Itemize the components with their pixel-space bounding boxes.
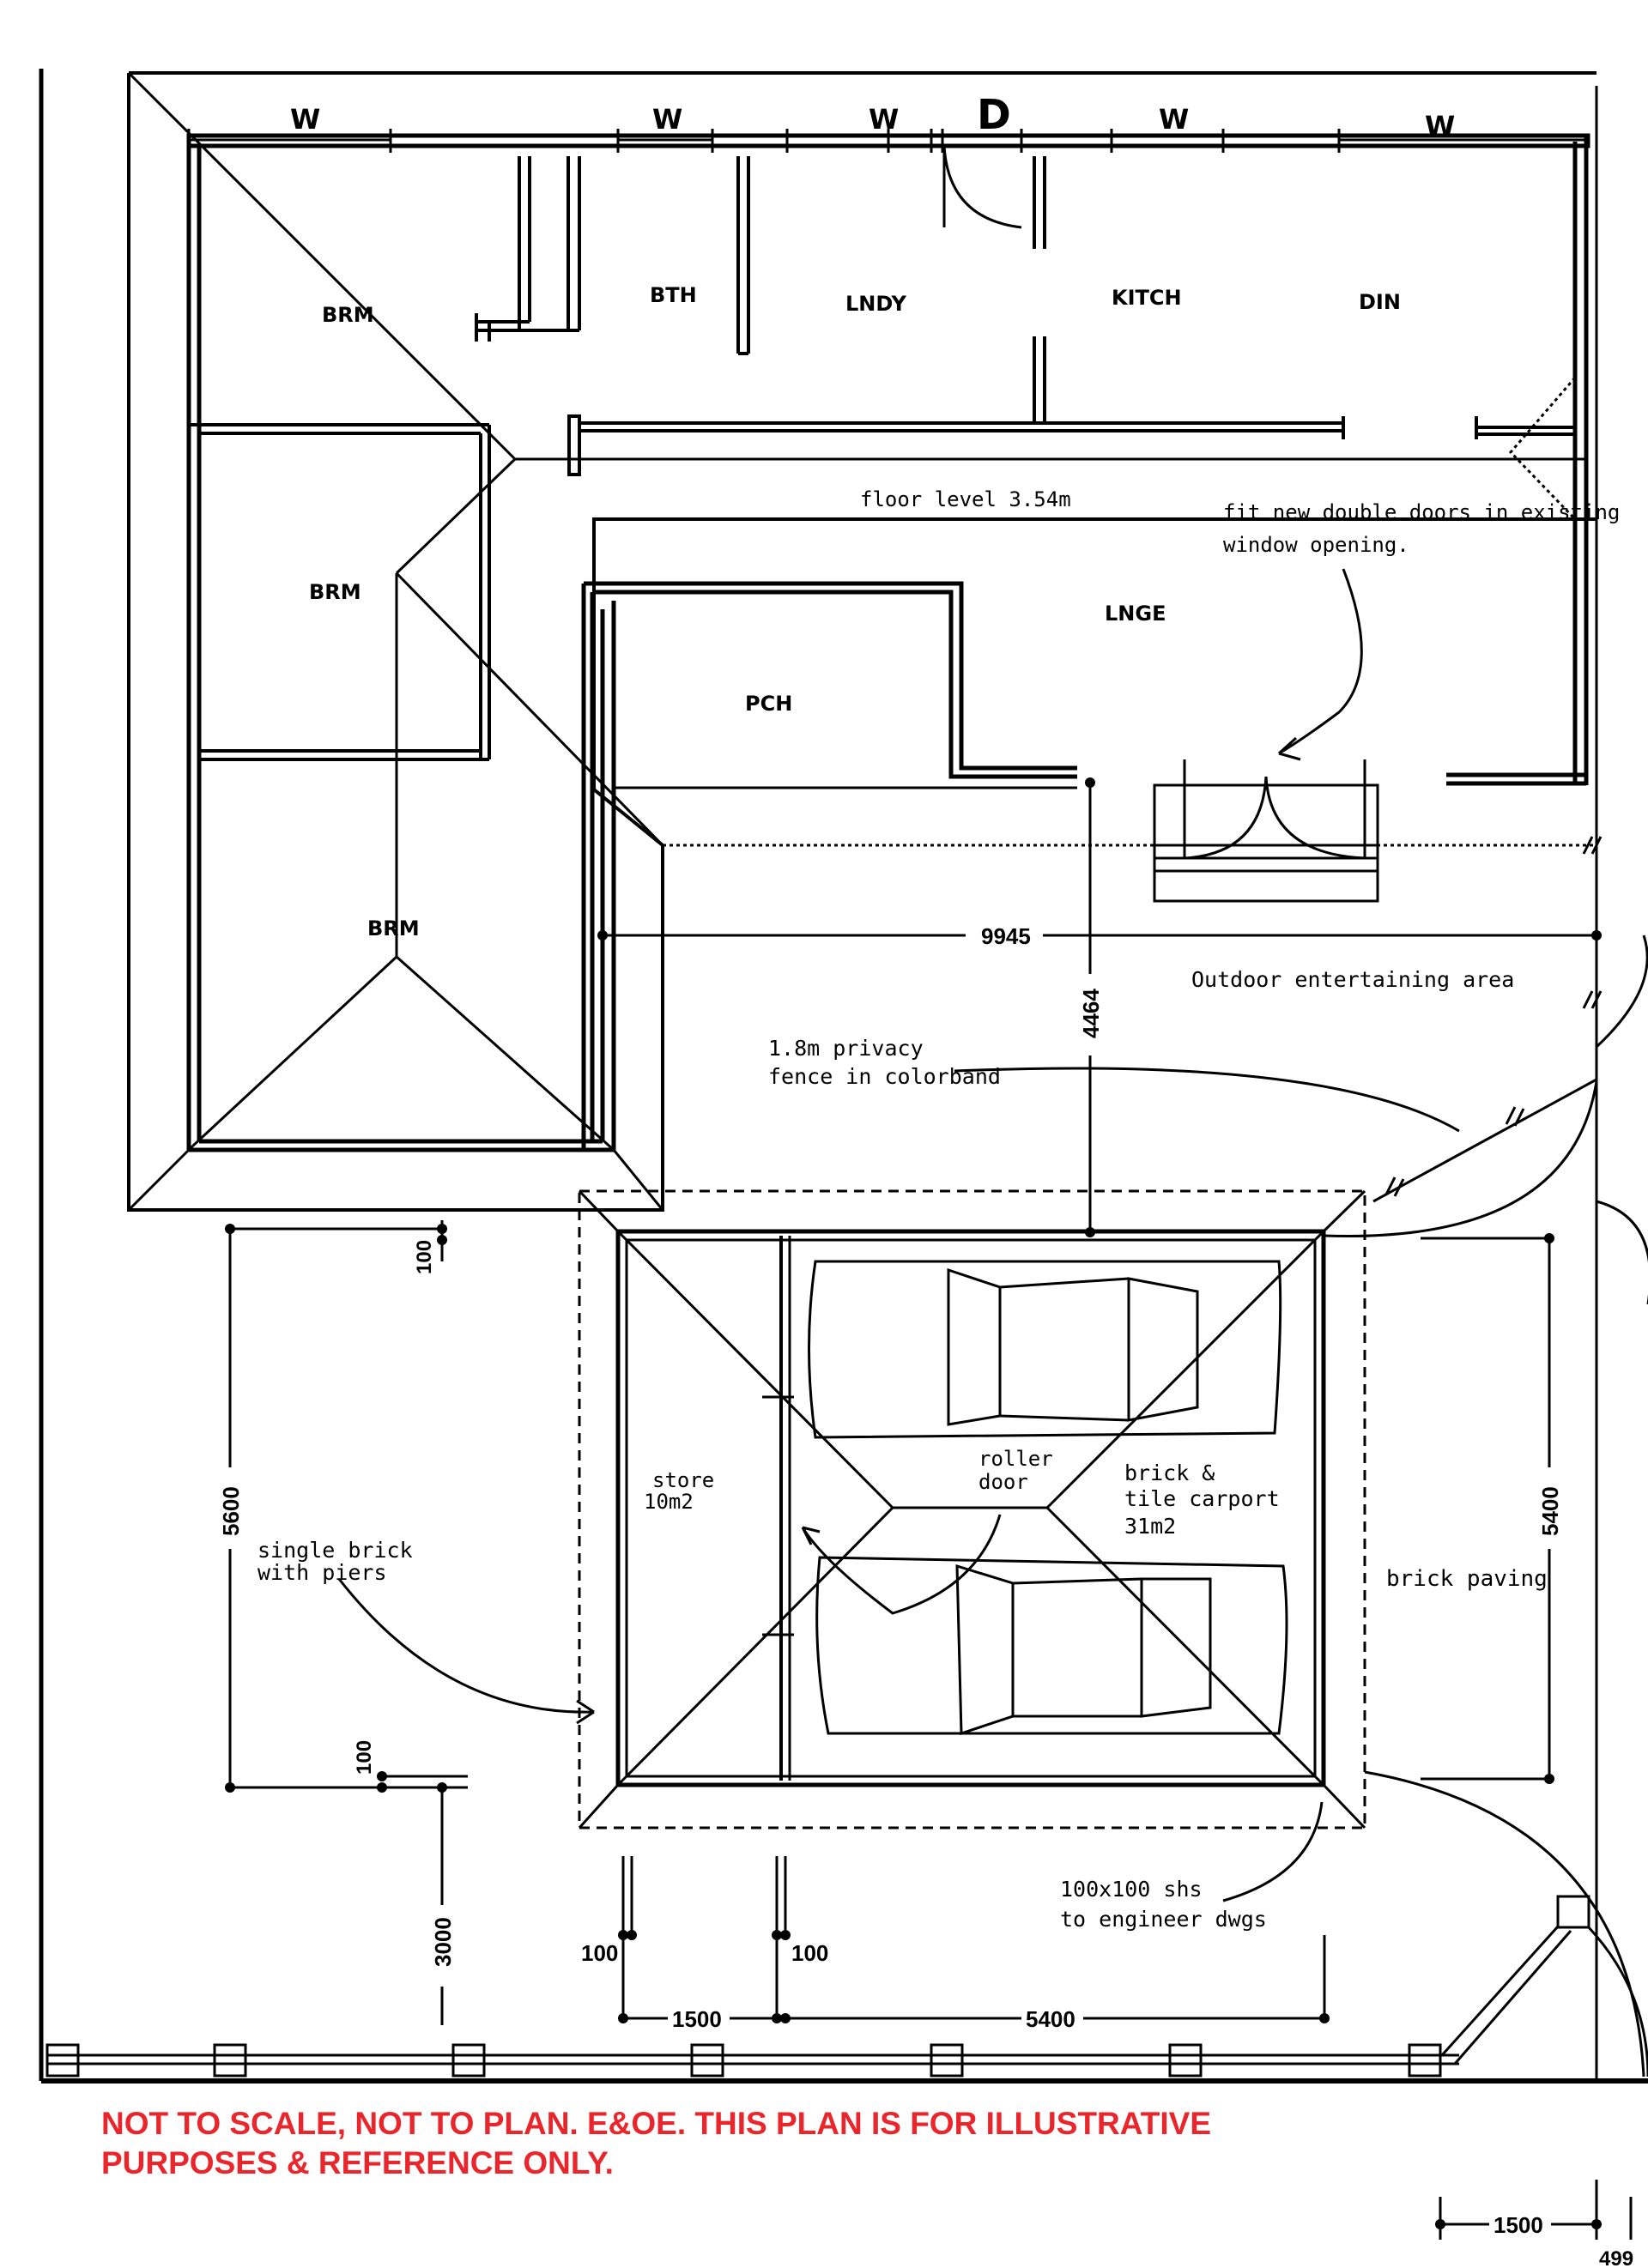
dim-5400-bottom: 5400: [1026, 2006, 1075, 2032]
room-label-din: DIN: [1359, 290, 1401, 314]
dim-4464: 4464: [1078, 989, 1104, 1038]
dimension-dots: [225, 777, 1602, 2229]
single-brick-note-line2: with piers: [258, 1560, 387, 1585]
floor-level-note: floor level 3.54m: [860, 487, 1071, 511]
dim-3000: 3000: [430, 1917, 456, 1967]
dim-9945: 9945: [981, 923, 1031, 949]
store-label-line1: store: [652, 1468, 714, 1492]
double-doors-note-line2: window opening.: [1223, 533, 1409, 557]
dim-100-left: 100: [353, 1740, 376, 1775]
bedroom-partitions: [189, 423, 1588, 761]
dim-9945-bg: [966, 920, 1043, 951]
dim-100-top: 100: [413, 1240, 436, 1274]
outdoor-area-label: Outdoor entertaining area: [1191, 967, 1514, 992]
hall-walls: [567, 414, 1575, 476]
fence-note-line2: fence in colorband: [768, 1064, 1001, 1089]
room-label-lndy: LNDY: [845, 292, 907, 316]
room-label-brm-3: BRM: [367, 916, 420, 940]
dim-1500-corner: 1500: [1494, 2212, 1543, 2238]
dim-3000-bg: [427, 1905, 457, 1987]
shs-note-line2: to engineer dwgs: [1060, 1907, 1267, 1932]
window-markers: [187, 129, 1586, 153]
fence-note-line1: 1.8m privacy: [768, 1036, 924, 1061]
brick-paving-label: brick paving: [1386, 1566, 1548, 1592]
roof-hip-lines: [127, 71, 664, 1212]
window-label-3: W: [869, 103, 899, 136]
dim-5400-bottom-bg: [1021, 2005, 1083, 2032]
disclaimer-text: NOT TO SCALE, NOT TO PLAN. E&OE. THIS PL…: [101, 2104, 1389, 2183]
double-doors-note-line1: fit new double doors in existing: [1223, 500, 1620, 524]
room-label-pch: PCH: [745, 692, 792, 716]
room-label-kitch: KITCH: [1112, 286, 1182, 310]
door-label: D: [977, 91, 1011, 139]
window-label-1: W: [290, 103, 320, 136]
entry-door-swing: [942, 145, 1022, 229]
shs-note-line1: 100x100 shs: [1060, 1877, 1203, 1902]
dim-499: 499: [1599, 2247, 1633, 2268]
dim-1500-bg: [668, 2005, 730, 2032]
dim-100-b: 100: [791, 1940, 828, 1966]
roller-door-label-line2: door: [978, 1470, 1028, 1494]
single-brick-note-line1: single brick: [258, 1538, 413, 1563]
existing-window-dotted: [663, 377, 1596, 847]
fence-hatch: [1384, 836, 1603, 1197]
lounge-double-doors: [1153, 759, 1379, 903]
roller-door-label-line1: roller: [978, 1447, 1053, 1471]
store-label-line2: 10m2: [644, 1490, 694, 1514]
car-bottom: [815, 1556, 1288, 1736]
dim-5400-right-bg: [1534, 1467, 1565, 1549]
disclaimer-line-2: PURPOSES & REFERENCE ONLY.: [101, 2145, 614, 2180]
car-top: [808, 1260, 1282, 1439]
window-label-4: W: [1159, 103, 1189, 136]
carport: [578, 1189, 1366, 1830]
dim-1500-corner-bg: [1489, 2210, 1551, 2237]
dim-5400-right: 5400: [1537, 1486, 1563, 1536]
dim-100-a: 100: [581, 1940, 618, 1966]
dim-4464-bg: [1075, 974, 1106, 1055]
leader-lines: [337, 568, 1460, 1902]
room-label-brm-1: BRM: [322, 303, 374, 327]
room-label-bth: BTH: [650, 283, 697, 307]
dim-1500: 1500: [672, 2006, 722, 2032]
dim-5600-bg: [215, 1467, 245, 1549]
room-label-brm-2: BRM: [309, 580, 361, 604]
dim-5600: 5600: [218, 1486, 244, 1536]
house-walls: [186, 133, 1590, 1152]
carport-label-line2: tile carport: [1124, 1486, 1280, 1511]
bathroom-walls: [475, 156, 1046, 425]
room-label-lnge: LNGE: [1105, 602, 1166, 626]
dimension-lines: [228, 783, 1633, 2240]
carport-label-line3: 31m2: [1124, 1514, 1176, 1539]
gate-swings: [1323, 934, 1648, 2077]
carport-label-line1: brick &: [1124, 1461, 1215, 1485]
window-label-2: W: [652, 103, 682, 136]
window-label-5: W: [1425, 110, 1455, 142]
front-fence: [45, 1895, 1590, 2077]
disclaimer-line-1: NOT TO SCALE, NOT TO PLAN. E&OE. THIS PL…: [101, 2106, 1211, 2141]
